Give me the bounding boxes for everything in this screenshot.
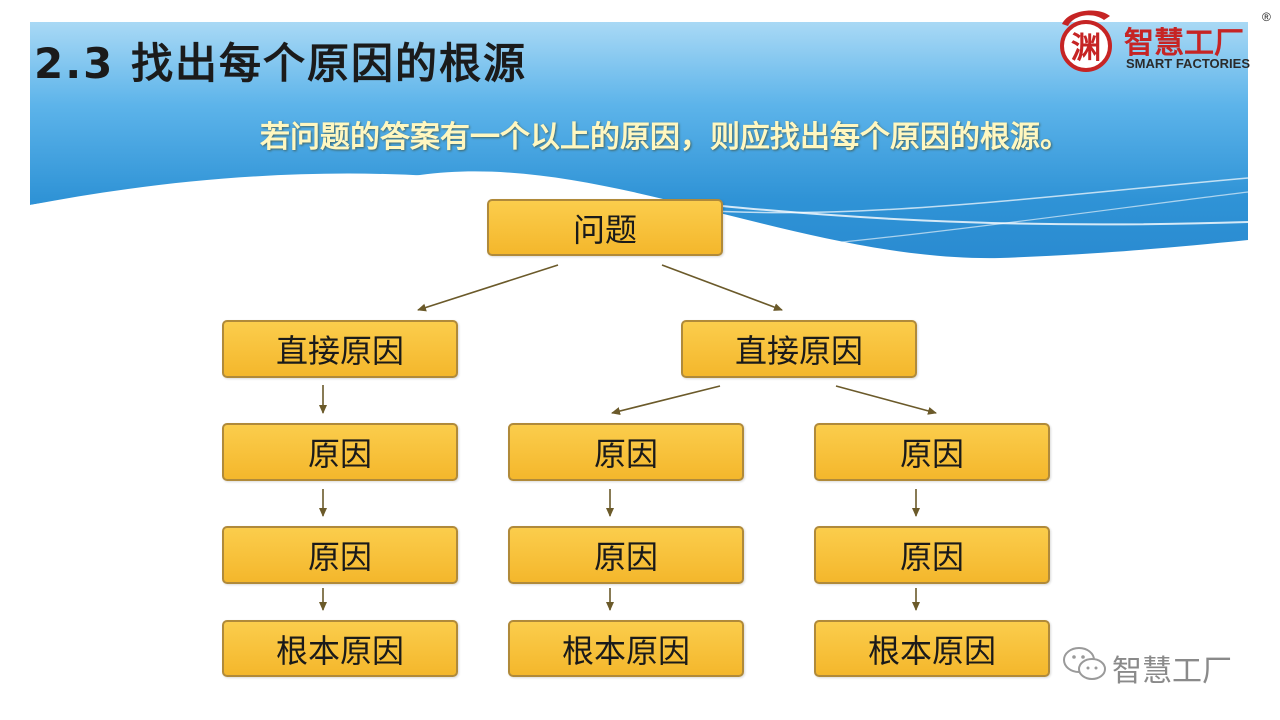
left-root-cause-box: 根本原因 [222, 620, 458, 677]
brand-logo: 渊 智慧工厂 SMART FACTORIES ® [1050, 6, 1275, 78]
logo-mark-char: 渊 [1071, 31, 1101, 66]
left-cause-1-box: 原因 [222, 423, 458, 481]
arrow-right-direct-to-right-cause [835, 385, 937, 415]
middle-cause-2-box: 原因 [508, 526, 744, 584]
wechat-icon [1063, 647, 1106, 680]
middle-root-cause-box: 根本原因 [508, 620, 744, 677]
middle-cause-1-box: 原因 [508, 423, 744, 481]
page-subtitle: 若问题的答案有一个以上的原因，则应找出每个原因的根源。 [260, 120, 1070, 155]
right-cause-1-box: 原因 [814, 423, 1050, 481]
watermark: 智慧工厂 [1062, 644, 1262, 689]
logo-mark-icon: 渊 [1060, 10, 1112, 72]
right-root-cause-box: 根本原因 [814, 620, 1050, 677]
arrow-right-direct-to-middle-cause [611, 385, 721, 415]
left-cause-2-box: 原因 [222, 526, 458, 584]
left-direct-cause-box: 直接原因 [222, 320, 458, 378]
logo-english-text: SMART FACTORIES [1126, 56, 1250, 71]
right-cause-2-box: 原因 [814, 526, 1050, 584]
logo-chinese-text: 智慧工厂 [1124, 26, 1244, 61]
watermark-text: 智慧工厂 [1112, 654, 1232, 689]
page-title: 2.3 找出每个原因的根源 [34, 39, 528, 88]
right-direct-cause-box: 直接原因 [681, 320, 917, 378]
problem-box: 问题 [487, 199, 723, 256]
logo-registered-mark: ® [1262, 10, 1271, 24]
